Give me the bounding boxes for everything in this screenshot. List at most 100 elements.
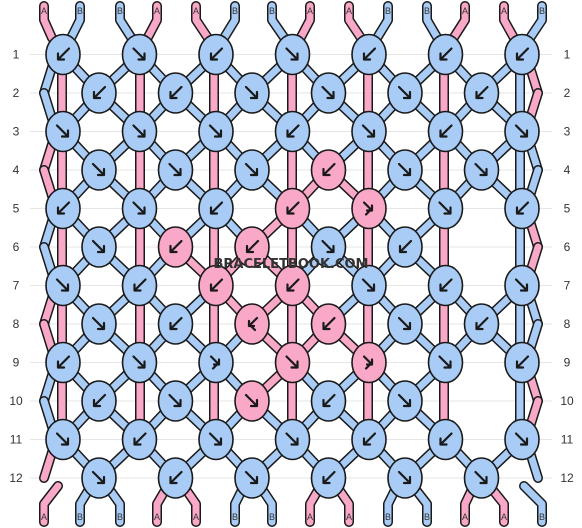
arrow-down-left-icon — [398, 239, 413, 254]
knot[interactable] — [274, 418, 311, 461]
knot[interactable] — [427, 264, 464, 307]
arrow-down-right-icon — [91, 162, 106, 177]
knot[interactable] — [198, 341, 234, 384]
knot[interactable] — [427, 33, 464, 76]
arrow-down-right-icon — [91, 316, 106, 331]
knot[interactable] — [463, 149, 500, 191]
knot[interactable] — [81, 303, 117, 345]
knot[interactable] — [310, 72, 347, 114]
knot[interactable] — [198, 110, 234, 153]
knot[interactable] — [351, 110, 387, 153]
knot[interactable] — [198, 33, 234, 76]
knot[interactable] — [351, 264, 387, 307]
knot[interactable] — [234, 457, 270, 499]
knot[interactable] — [157, 457, 194, 499]
knot[interactable] — [387, 149, 423, 191]
knot[interactable] — [45, 341, 81, 384]
row-label-right: 12 — [560, 471, 574, 485]
knot[interactable] — [45, 33, 81, 76]
knot[interactable] — [387, 226, 423, 268]
knot[interactable] — [157, 72, 194, 114]
top-strand-letter: A — [193, 6, 199, 16]
knot[interactable] — [387, 303, 423, 345]
knot[interactable] — [387, 72, 423, 114]
knot[interactable] — [45, 187, 81, 230]
knot[interactable] — [427, 187, 464, 230]
arrow-down-left-icon — [439, 278, 453, 292]
knot[interactable] — [310, 149, 347, 191]
row-label-left: 12 — [9, 471, 23, 485]
knot[interactable] — [274, 341, 311, 384]
knot[interactable] — [45, 264, 81, 307]
bottom-strand-letter: B — [232, 512, 238, 522]
knot[interactable] — [121, 187, 158, 230]
knot[interactable] — [121, 264, 158, 307]
knot[interactable] — [121, 33, 158, 76]
knot[interactable] — [274, 187, 311, 230]
bottom-strand-letter: A — [346, 512, 352, 522]
row-label-right: 6 — [564, 240, 571, 254]
knot[interactable] — [81, 72, 117, 114]
knot[interactable] — [387, 380, 423, 422]
knot[interactable] — [234, 226, 270, 268]
arrow-down-right-icon — [397, 316, 412, 331]
knot[interactable] — [274, 110, 311, 153]
knot[interactable] — [198, 418, 234, 461]
knot[interactable] — [351, 341, 387, 384]
knot[interactable] — [157, 226, 194, 268]
knot[interactable] — [157, 149, 194, 191]
knot[interactable] — [463, 72, 500, 114]
strand — [268, 2, 288, 42]
knot[interactable] — [310, 457, 347, 499]
arrow-down-right-icon — [91, 470, 106, 485]
knot[interactable] — [310, 380, 347, 422]
knot[interactable] — [274, 264, 311, 307]
knot[interactable] — [234, 303, 270, 345]
arrow-down-left-icon — [133, 432, 147, 446]
knot[interactable] — [81, 380, 117, 422]
knot[interactable] — [427, 110, 464, 153]
knot[interactable] — [45, 418, 81, 461]
knot[interactable] — [351, 187, 387, 230]
knot[interactable] — [427, 341, 464, 384]
arrow-down-left-icon — [322, 316, 336, 331]
knot[interactable] — [157, 303, 194, 345]
knot[interactable] — [427, 418, 464, 461]
knot[interactable] — [504, 33, 540, 76]
knot[interactable] — [81, 226, 117, 268]
knot[interactable] — [234, 149, 270, 191]
knot[interactable] — [310, 303, 347, 345]
knot[interactable] — [351, 33, 387, 76]
arrow-down-left-icon — [322, 470, 336, 485]
strand — [373, 2, 392, 42]
arrow-down-left-icon — [92, 85, 107, 100]
knot[interactable] — [157, 380, 194, 422]
knot[interactable] — [504, 418, 540, 461]
arrow-down-right-icon — [285, 47, 299, 61]
knot[interactable] — [81, 457, 117, 499]
knot[interactable] — [121, 110, 158, 153]
knot[interactable] — [121, 418, 158, 461]
knot[interactable] — [45, 110, 81, 153]
knot[interactable] — [121, 341, 158, 384]
knot[interactable] — [274, 33, 311, 76]
knot[interactable] — [463, 457, 500, 499]
knot[interactable] — [504, 341, 540, 384]
knot[interactable] — [504, 110, 540, 153]
knot[interactable] — [504, 187, 540, 230]
knot[interactable] — [81, 149, 117, 191]
knot[interactable] — [351, 418, 387, 461]
knot[interactable] — [504, 264, 540, 307]
knot[interactable] — [198, 264, 234, 307]
knot[interactable] — [234, 380, 270, 422]
arrow-down-right-icon — [132, 355, 146, 369]
top-strand-letter: A — [41, 6, 47, 16]
knot[interactable] — [234, 72, 270, 114]
knot[interactable] — [310, 226, 347, 268]
arrow-down-left-icon — [515, 201, 530, 215]
knot[interactable] — [463, 303, 500, 345]
arrow-down-right-icon — [397, 470, 412, 485]
knot[interactable] — [387, 457, 423, 499]
strand — [450, 2, 469, 42]
knot[interactable] — [198, 187, 234, 230]
